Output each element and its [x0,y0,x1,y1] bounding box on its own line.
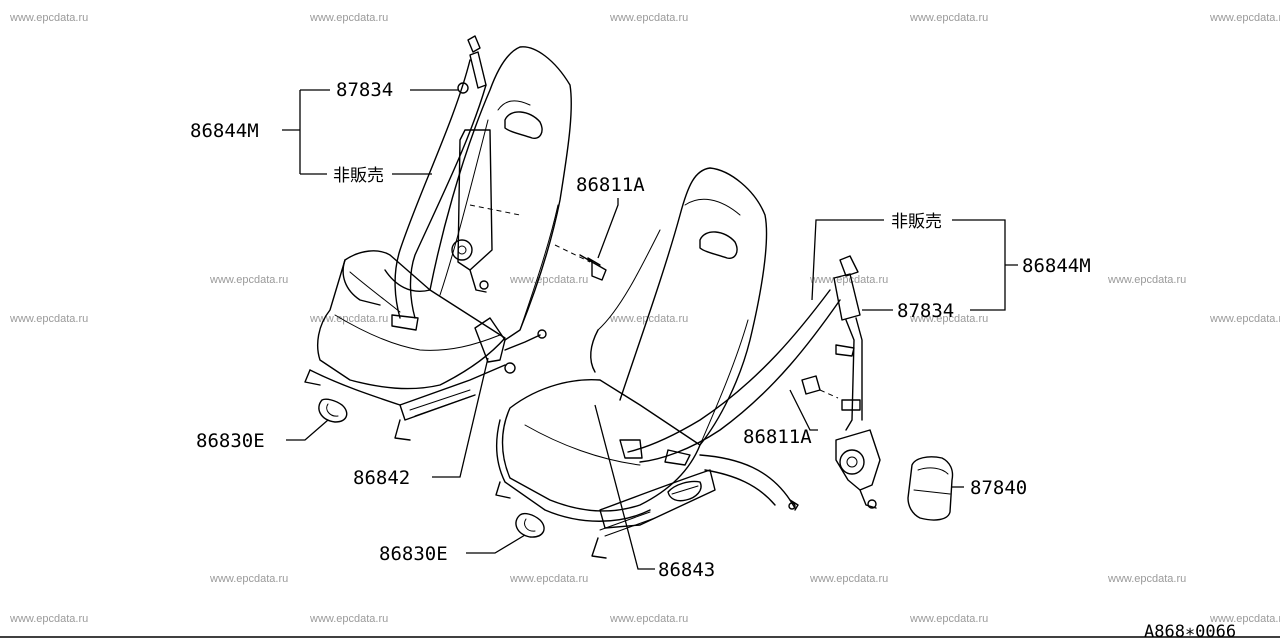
bolt-icon [867,499,877,509]
label-86830E-right: 86830E [379,543,448,565]
watermark: www.epcdata.ru [909,313,988,325]
watermark: www.epcdata.ru [809,274,888,286]
diagram-code: A868∗0066 [1144,622,1236,640]
watermark: www.epcdata.ru [1209,613,1280,625]
watermark: www.epcdata.ru [1107,573,1186,585]
retractor-icon [451,239,473,261]
watermark: www.epcdata.ru [1107,274,1186,286]
watermark: www.epcdata.ru [9,613,88,625]
label-86811A-left: 86811A [576,174,645,196]
label-86811A-right: 86811A [743,426,812,448]
watermark: www.epcdata.ru [209,573,288,585]
watermark: www.epcdata.ru [509,573,588,585]
label-86830E-left: 86830E [196,430,265,452]
label-86844M-right: 86844M [1022,255,1091,277]
watermark: www.epcdata.ru [9,12,88,24]
leader-lines [282,89,1018,570]
label-86843: 86843 [658,559,715,581]
watermark: www.epcdata.ru [909,12,988,24]
label-nonsale-right: 非販売 [891,212,942,232]
label-87834-right: 87834 [897,300,954,322]
watermark: www.epcdata.ru [609,613,688,625]
bolt-icon [504,362,516,374]
label-nonsale-left: 非販売 [333,166,384,186]
label-87834-left: 87834 [336,79,393,101]
right-belt-drawing [515,255,954,538]
left-seat-drawing [304,46,591,441]
watermark-layer: www.epcdata.ru www.epcdata.ru www.epcdat… [9,12,1280,625]
watermark: www.epcdata.ru [209,274,288,286]
watermark: www.epcdata.ru [1209,12,1280,24]
right-seat-drawing [495,167,799,559]
watermark: www.epcdata.ru [509,274,588,286]
watermark: www.epcdata.ru [309,12,388,24]
watermark: www.epcdata.ru [309,313,388,325]
label-86844M-left: 86844M [190,120,259,142]
bolt-icon [479,280,489,290]
bolt-icon [537,329,547,339]
label-86842: 86842 [353,467,410,489]
watermark: www.epcdata.ru [609,12,688,24]
watermark: www.epcdata.ru [909,613,988,625]
left-belt-drawing [318,35,607,423]
watermark: www.epcdata.ru [809,573,888,585]
watermark: www.epcdata.ru [309,613,388,625]
watermark: www.epcdata.ru [1209,313,1280,325]
callout-labels: 87834 86844M 非販売 86811A 86830E 86842 非販売… [190,79,1091,581]
label-87840: 87840 [970,477,1027,499]
watermark: www.epcdata.ru [9,313,88,325]
retractor-icon [839,449,865,475]
watermark: www.epcdata.ru [609,313,688,325]
